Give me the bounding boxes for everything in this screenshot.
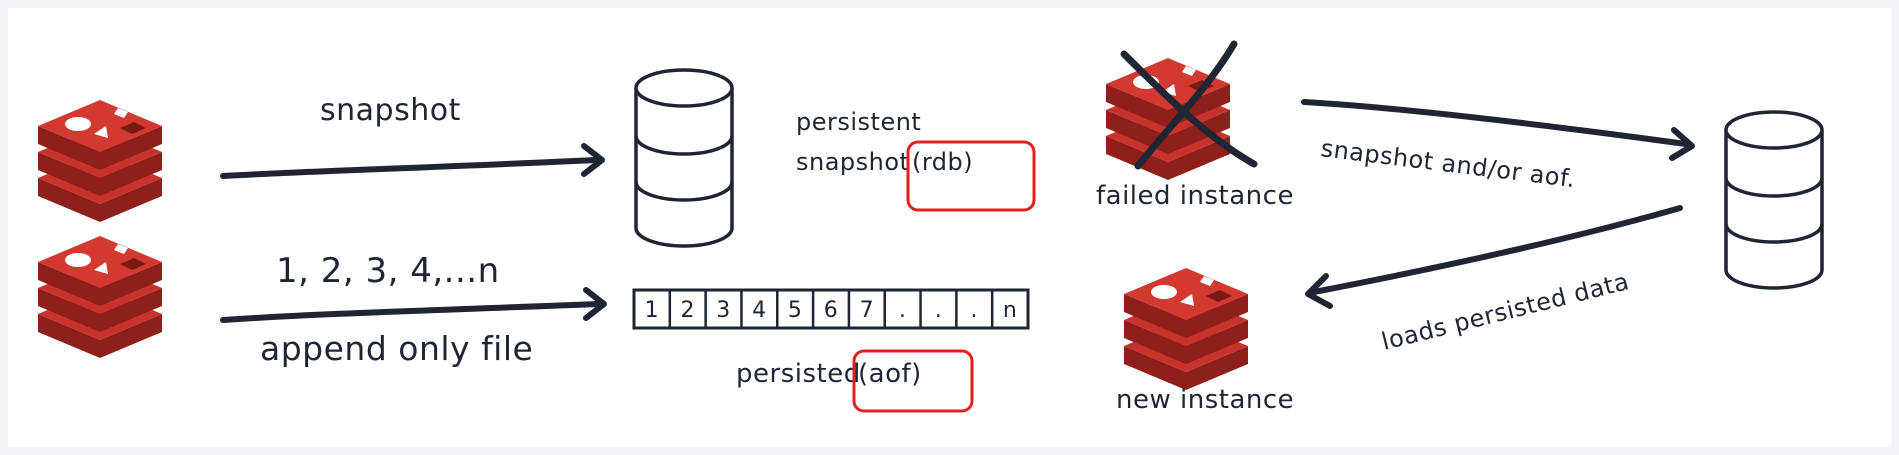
aof-cell: 5 <box>788 298 803 323</box>
aof-cell: . <box>899 298 907 323</box>
snapshot-label: snapshot <box>320 93 461 128</box>
aof-cell: 2 <box>680 298 695 323</box>
persistent-label: persistent <box>796 108 921 136</box>
aof-cell: . <box>935 298 943 323</box>
redis-icon <box>38 100 162 222</box>
aof-cell: . <box>971 298 979 323</box>
aof-label: (aof) <box>858 359 922 389</box>
arrow-icon <box>1301 99 1695 161</box>
database-icon <box>634 68 734 248</box>
diagram-canvas: snapshot 1, 2, 3, 4,...n append only fil… <box>8 8 1891 447</box>
persistence-diagram: snapshot 1, 2, 3, 4,...n append only fil… <box>38 40 1824 415</box>
persisted-label: persisted <box>736 359 861 389</box>
rdb-label: (rdb) <box>912 148 973 176</box>
cross-icon <box>1120 40 1258 170</box>
loads-persisted-data-label: loads persisted data <box>1379 267 1632 356</box>
database-icon <box>1724 110 1824 290</box>
arrow-icon <box>220 287 607 323</box>
append-only-file-label: append only file <box>260 329 533 368</box>
new-instance-label: new instance <box>1116 385 1294 415</box>
aof-cell: 7 <box>860 298 875 323</box>
rdb-highlight-box <box>906 140 1036 212</box>
failed-instance-label: failed instance <box>1096 181 1294 211</box>
aof-cell: 3 <box>716 298 731 323</box>
aof-cell: 6 <box>824 298 839 323</box>
sequence-label: 1, 2, 3, 4,...n <box>276 251 500 291</box>
aof-highlight-box <box>852 349 974 413</box>
aof-cell: n <box>1003 298 1017 323</box>
snapshot-rdb-label: snapshot <box>796 148 909 176</box>
arrow-icon <box>220 143 605 179</box>
aof-cell: 1 <box>645 298 660 323</box>
snapshot-and-or-aof-label: snapshot and/or aof. <box>1319 134 1577 193</box>
aof-cell: 4 <box>752 298 767 323</box>
redis-icon <box>38 236 162 358</box>
redis-icon <box>1124 268 1248 390</box>
arrow-icon <box>1305 205 1683 309</box>
